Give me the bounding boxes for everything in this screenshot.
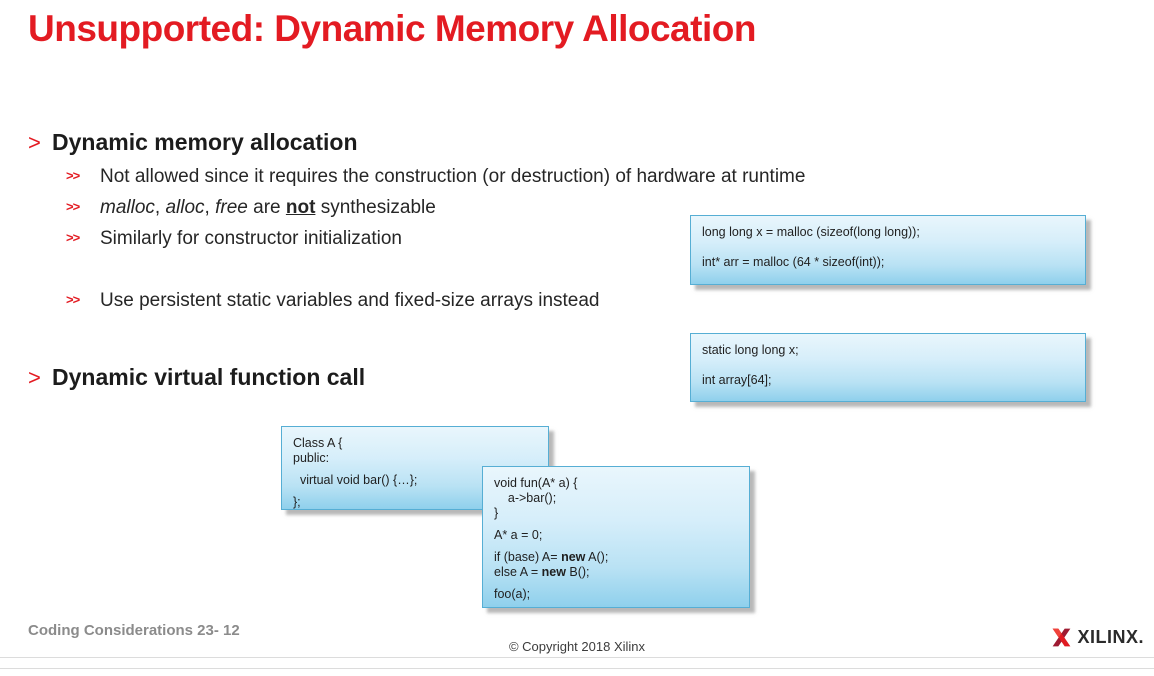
xilinx-logo-text: XILINX. [1077,626,1144,647]
level1-bullet-icon: > [28,130,41,155]
level2-bullet-icon: >> [66,292,80,307]
code-box-malloc-example: long long x = malloc (sizeof(long long))… [690,215,1086,285]
level2-bullet-icon: >> [66,168,80,183]
level2-bullet-icon: >> [66,199,80,214]
footer-copyright: © Copyright 2018 Xilinx [508,639,646,654]
bullet-text: Not allowed since it requires the constr… [100,166,806,187]
level1-bullet-icon: > [28,365,41,390]
slide-title: Unsupported: Dynamic Memory Allocation [28,8,756,49]
bullet-not-allowed: >> Not allowed since it requires the cons… [66,166,805,188]
bullet-dynamic-memory-allocation: > Dynamic memory allocation [28,129,358,156]
bullet-text: malloc, alloc, free are not synthesizabl… [100,197,436,218]
bullet-malloc-not-synthesizable: >> malloc, alloc, free are not synthesiza… [66,197,436,219]
footer-page-label: Coding Considerations 23- 12 [28,622,240,639]
xilinx-logo-icon [1051,628,1072,647]
xilinx-logo: XILINX. [1051,626,1144,648]
bullet-text: Dynamic memory allocation [52,129,358,155]
bullet-text: Dynamic virtual function call [52,364,366,390]
bullet-text: Use persistent static variables and fixe… [100,290,600,311]
code-box-virtual-call-example: void fun(A* a) { a->bar();}A* a = 0;if (… [482,466,750,608]
bullet-use-static-arrays: >> Use persistent static variables and fi… [66,290,600,312]
bullet-text: Similarly for constructor initialization [100,228,402,249]
bottom-divider-line [0,657,1154,658]
bottom-divider-line-2 [0,668,1154,669]
code-box-static-example: static long long x;int array[64]; [690,333,1086,402]
level2-bullet-icon: >> [66,230,80,245]
bullet-constructor-initialization: >> Similarly for constructor initializati… [66,228,402,250]
bullet-dynamic-virtual-function-call: > Dynamic virtual function call [28,364,365,391]
